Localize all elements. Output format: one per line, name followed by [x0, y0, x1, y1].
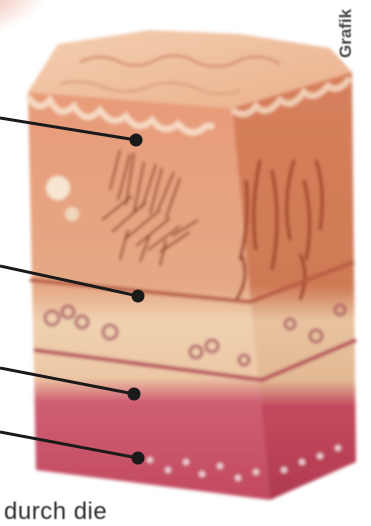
image-credit: Grafik: [336, 8, 366, 58]
skin-block: [28, 30, 356, 500]
gland: [46, 176, 70, 200]
pointer-dot: [129, 389, 139, 399]
gland: [65, 207, 79, 221]
pointer-dot: [133, 291, 143, 301]
caption-text: durch die: [4, 498, 107, 526]
pointer-dot: [133, 453, 143, 463]
block-front-face: [28, 92, 270, 500]
pointer-dot: [131, 135, 141, 145]
